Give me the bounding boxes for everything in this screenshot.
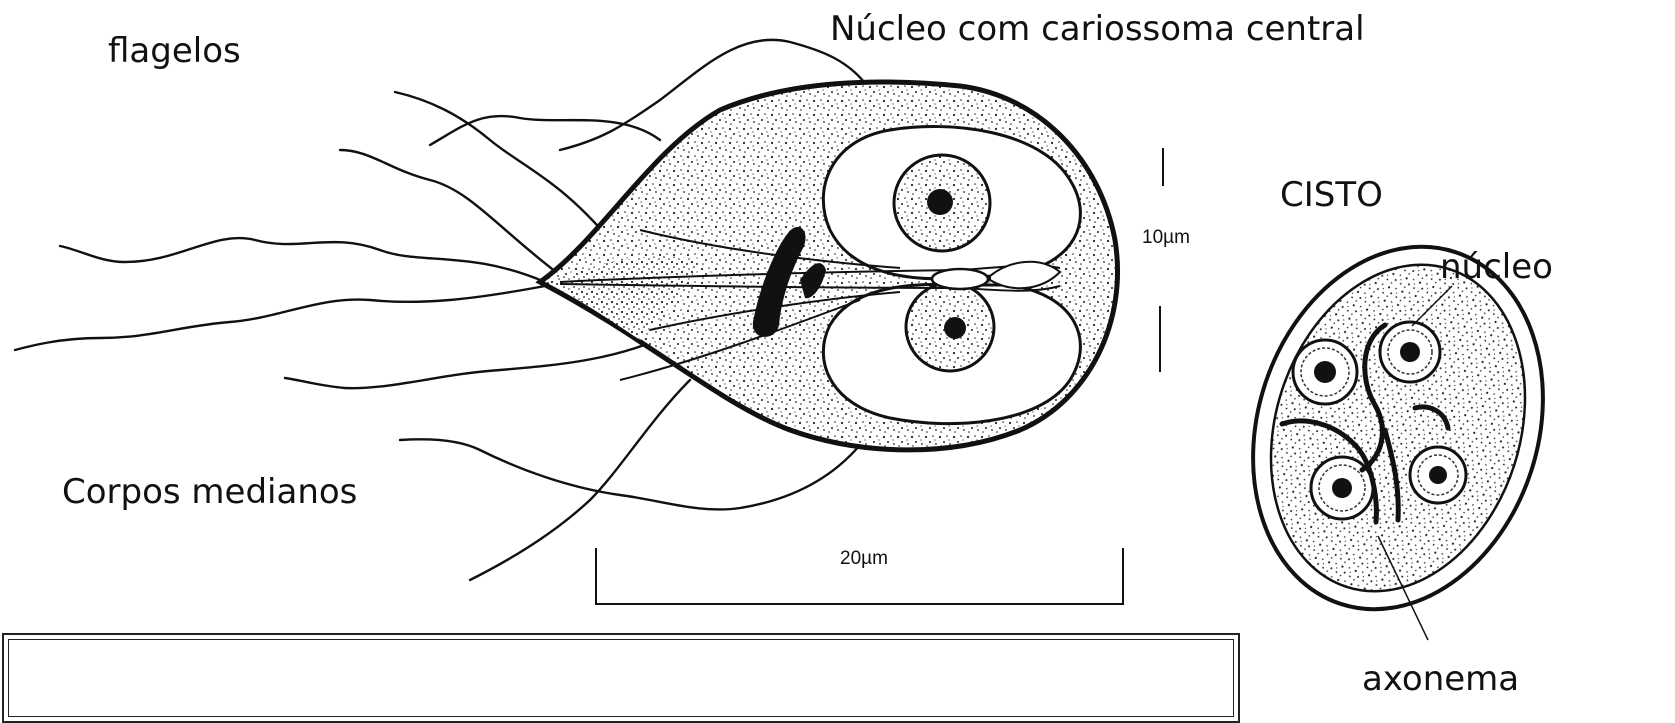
flagellum-4 (395, 92, 610, 240)
cyst-nucleus-4 (1410, 447, 1466, 503)
label-scale-20um: 20µm (840, 548, 888, 569)
flagellum-1 (60, 238, 545, 282)
label-corpos-medianos: Corpos medianos (62, 472, 357, 512)
cyst-nucleus-1 (1293, 340, 1357, 404)
label-axonema: axonema (1362, 659, 1519, 699)
karyosome-upper (927, 189, 953, 215)
caption-box (2, 633, 1240, 723)
karyosome-lower (944, 317, 966, 339)
label-flagelos: flagelos (108, 31, 241, 71)
nucleus-lower (906, 283, 994, 371)
nucleus-upper (894, 155, 990, 251)
flagellum-3 (340, 150, 560, 275)
flagellum-9 (400, 439, 860, 509)
axoneme-junction (932, 269, 988, 289)
cyst-nucleus-2 (1380, 322, 1440, 382)
label-scale-10um: 10µm (1142, 227, 1190, 248)
flagellum-8 (470, 380, 690, 580)
scale-bar-10um (1160, 148, 1163, 372)
label-nucleo-cariossoma: Núcleo com cariossoma central (830, 9, 1365, 49)
label-nucleo: núcleo (1440, 247, 1553, 287)
cyst-interior (1230, 231, 1565, 624)
trophozoite (540, 82, 1118, 450)
label-cisto: CISTO (1280, 175, 1383, 215)
flagellum-2 (15, 286, 545, 350)
